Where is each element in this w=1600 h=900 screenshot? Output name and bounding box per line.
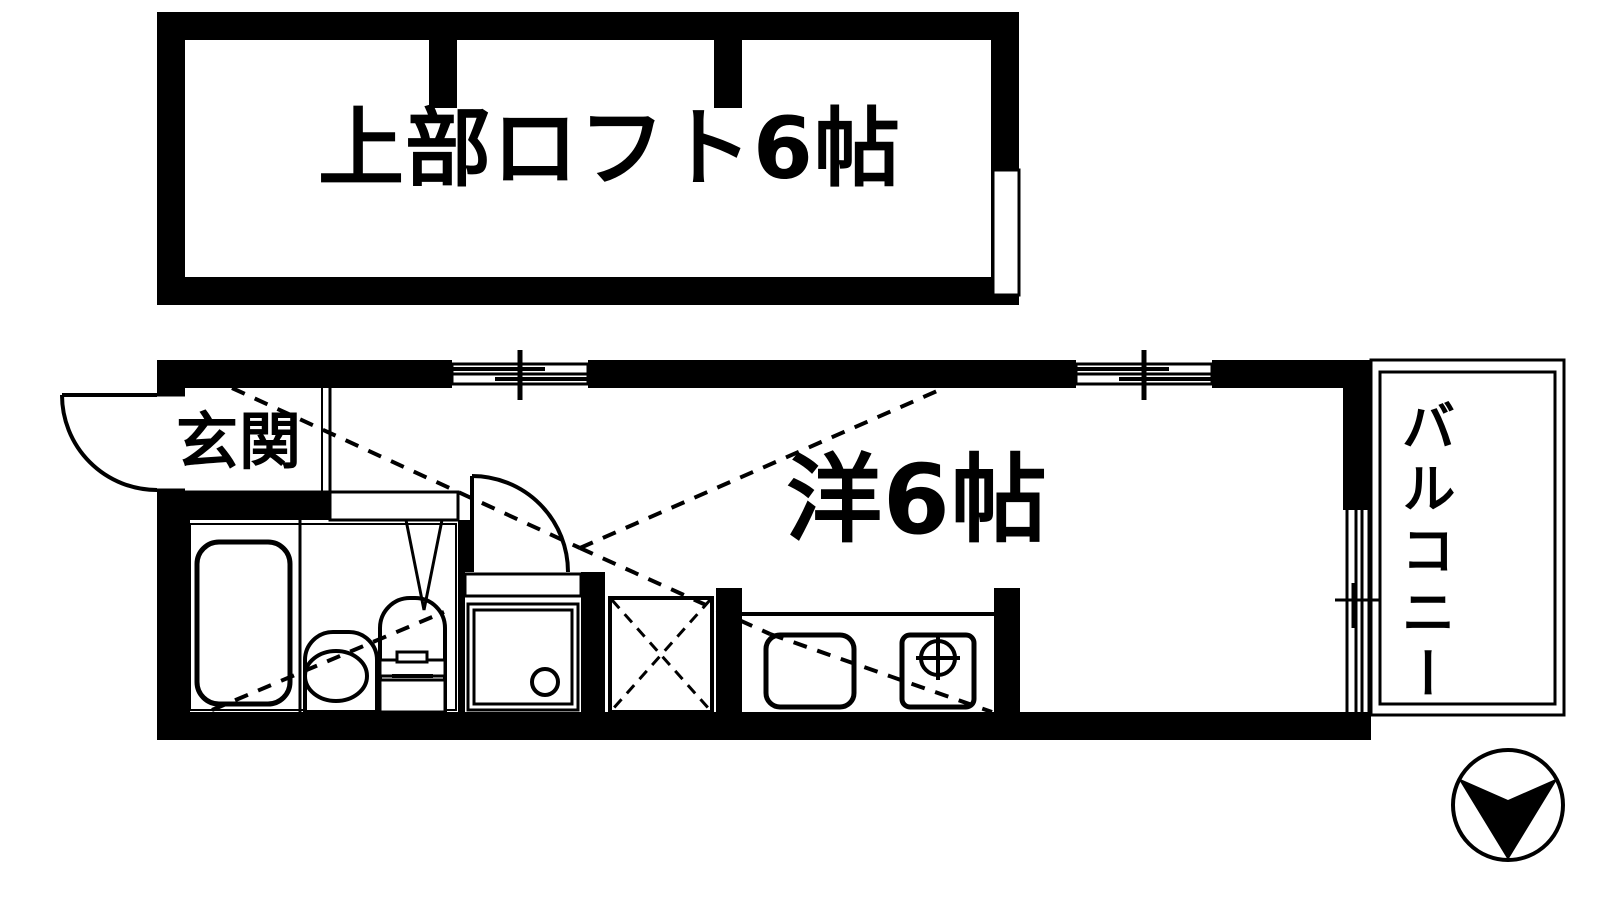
bath-shelf (328, 490, 460, 522)
washbasin-icon (303, 630, 379, 714)
loft-window-gap (993, 170, 1019, 295)
window-right (1074, 350, 1214, 400)
bathroom (189, 490, 460, 714)
washer-kitchen-divider-wall (716, 588, 742, 712)
window-left (450, 350, 590, 400)
south-arrow-icon (1458, 778, 1558, 860)
swing-door-icon (60, 394, 158, 492)
sink-icon (763, 632, 857, 710)
loft-partition-stub-left (429, 40, 457, 108)
balcony-side-wall (1343, 360, 1371, 510)
compass-rose (1451, 748, 1565, 862)
entrance-door-opening (157, 395, 185, 490)
room-label-entrance: 玄関 (176, 405, 303, 478)
balcony (1369, 358, 1566, 717)
loft-block (157, 12, 1021, 305)
room-label-balcony: バルコニー (1392, 398, 1455, 708)
balcony-sliding-door (1335, 510, 1380, 712)
bath-rail-icon (404, 519, 444, 611)
bathroom-door (463, 474, 583, 600)
toilet-icon (378, 596, 447, 714)
dashed-guides (211, 386, 993, 714)
kitchen-right-wall (994, 588, 1020, 712)
shower-washer-divider-wall (581, 572, 605, 712)
bathtub-icon (194, 539, 293, 707)
bath-block-top-wall (185, 492, 335, 520)
loft-window-frame-outer (991, 168, 1021, 297)
shower-drain-icon (530, 667, 560, 697)
shower-unit (465, 600, 581, 712)
room-label-main-room: 洋6帖 (786, 444, 1048, 556)
loft-partition-stub-right (714, 40, 742, 108)
washer-icon (610, 599, 712, 711)
entrance-door (60, 393, 158, 492)
swing-door-icon (471, 474, 570, 573)
main-floor-block (60, 350, 1566, 740)
washing-machine-space (608, 596, 714, 714)
room-label-loft: 上部ロフト6帖 (318, 99, 901, 199)
kitchen-counter (742, 598, 994, 712)
